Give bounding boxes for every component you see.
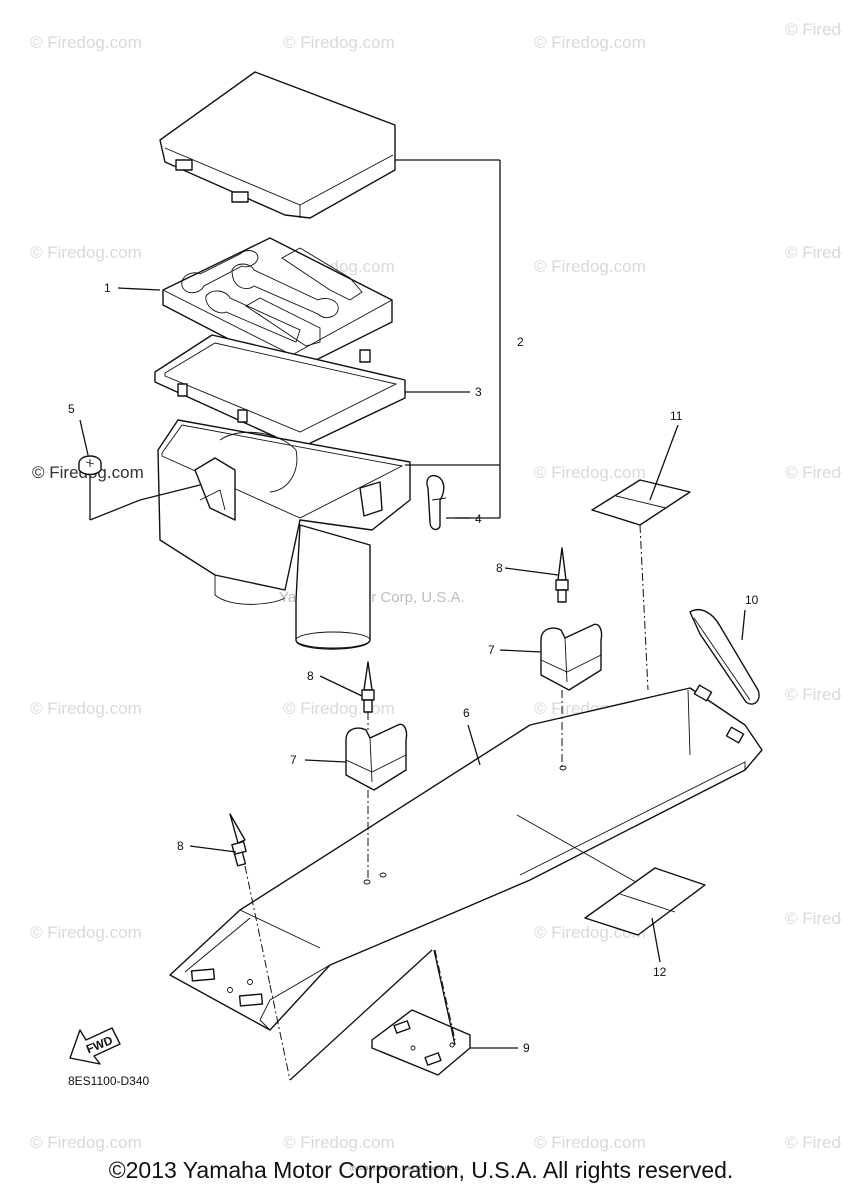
assembly-bracket — [395, 159, 501, 519]
watermark-grid: © Firedog.com © Firedog.com © Firedog.co… — [30, 20, 842, 1152]
callout-10: 10 — [745, 593, 759, 607]
watermark: © Firedog.com — [785, 243, 842, 262]
storage-lid — [159, 71, 396, 219]
watermark: © Firedog.com — [30, 33, 142, 52]
tiny-copyright: (c) 2005-2013 Yamaha Motor Corporation, … — [350, 1166, 460, 1172]
leader-lines — [79, 287, 746, 1081]
screw — [78, 455, 201, 521]
callout-3: 3 — [475, 385, 482, 399]
rivet — [229, 547, 569, 1081]
callout-7: 7 — [488, 643, 495, 657]
mount-clip — [345, 623, 603, 880]
callout-7: 7 — [290, 753, 297, 767]
watermark: © Firedog.com — [30, 923, 142, 942]
watermark: © Firedog.com — [785, 1133, 842, 1152]
callout-labels: 1 2 3 4 5 6 7 7 8 8 8 9 10 11 12 — [68, 281, 759, 1055]
watermark: © Firedog.com — [534, 463, 646, 482]
callout-6: 6 — [463, 706, 470, 720]
callout-9: 9 — [523, 1041, 530, 1055]
callout-8: 8 — [307, 669, 314, 683]
callout-11: 11 — [670, 409, 683, 423]
watermark: © Firedog.com — [785, 463, 842, 482]
watermark: © Firedog.com — [785, 685, 842, 704]
watermark: © Firedog.com — [785, 20, 842, 39]
watermark: © Firedog.com — [534, 1133, 646, 1152]
callout-12: 12 — [653, 965, 667, 979]
label-sticker — [591, 479, 691, 691]
storage-box — [157, 419, 411, 650]
label-sticker — [584, 867, 706, 936]
diagram-code: 8ES1100-D340 — [68, 1074, 149, 1088]
callout-4: 4 — [475, 512, 482, 526]
callout-8: 8 — [177, 839, 184, 853]
copyright-notice: ©2013 Yamaha Motor Corporation, U.S.A. A… — [108, 1157, 734, 1183]
callout-5: 5 — [68, 402, 75, 416]
callout-2: 2 — [517, 335, 524, 349]
watermark: © Firedog.com — [30, 699, 142, 718]
strap — [689, 608, 760, 705]
watermark: © Firedog.com — [534, 33, 646, 52]
base-plate — [169, 684, 763, 1031]
small-plate — [371, 1009, 471, 1076]
watermark: © Firedog.com — [283, 1133, 395, 1152]
watermark: © Firedog.com — [534, 257, 646, 276]
callout-8: 8 — [496, 561, 503, 575]
clip — [426, 474, 447, 531]
watermark: © Firedog.com — [30, 243, 142, 262]
watermark: © Firedog.com — [30, 1133, 142, 1152]
watermark: © Firedog.com — [785, 909, 842, 928]
callout-1: 1 — [104, 281, 111, 295]
fwd-arrow-icon: FWD — [69, 1027, 121, 1065]
watermark: © Firedog.com — [283, 33, 395, 52]
tool-tray — [162, 237, 393, 373]
watermark: © Firedog.com — [283, 699, 395, 718]
